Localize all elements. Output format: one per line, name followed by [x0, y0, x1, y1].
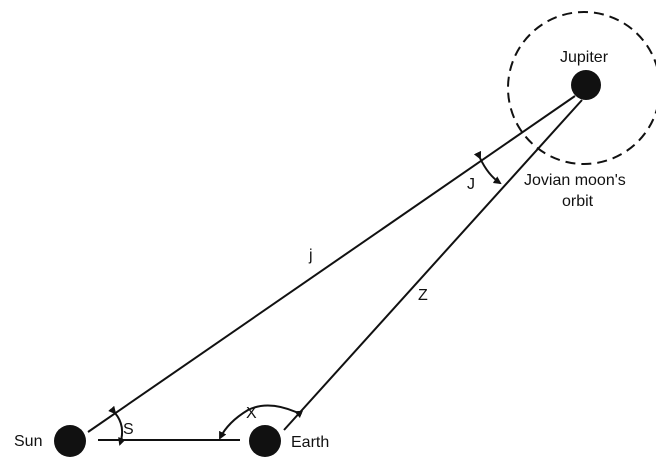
angle-x-arc — [219, 404, 304, 440]
angle-x-label: X — [246, 405, 257, 422]
earth-body — [249, 425, 281, 457]
side-j-label: j — [308, 247, 313, 264]
line-earth-jupiter — [283, 99, 583, 431]
angle-s-arc — [108, 405, 126, 446]
earth-label: Earth — [291, 434, 329, 451]
line-sun-jupiter — [87, 95, 576, 433]
jovian-moon-orbit — [507, 11, 656, 165]
sun-label: Sun — [14, 433, 42, 450]
orbit-label-line2: orbit — [562, 193, 594, 210]
angle-j-arc — [473, 150, 502, 185]
orbit-label-line1: Jovian moon's — [524, 172, 626, 189]
side-z-label: Z — [418, 287, 428, 304]
jupiter-label: Jupiter — [560, 49, 609, 66]
jupiter-body — [571, 70, 601, 100]
sun-body — [54, 425, 86, 457]
angle-s-label: S — [123, 421, 134, 438]
angle-j-label: J — [467, 176, 475, 193]
